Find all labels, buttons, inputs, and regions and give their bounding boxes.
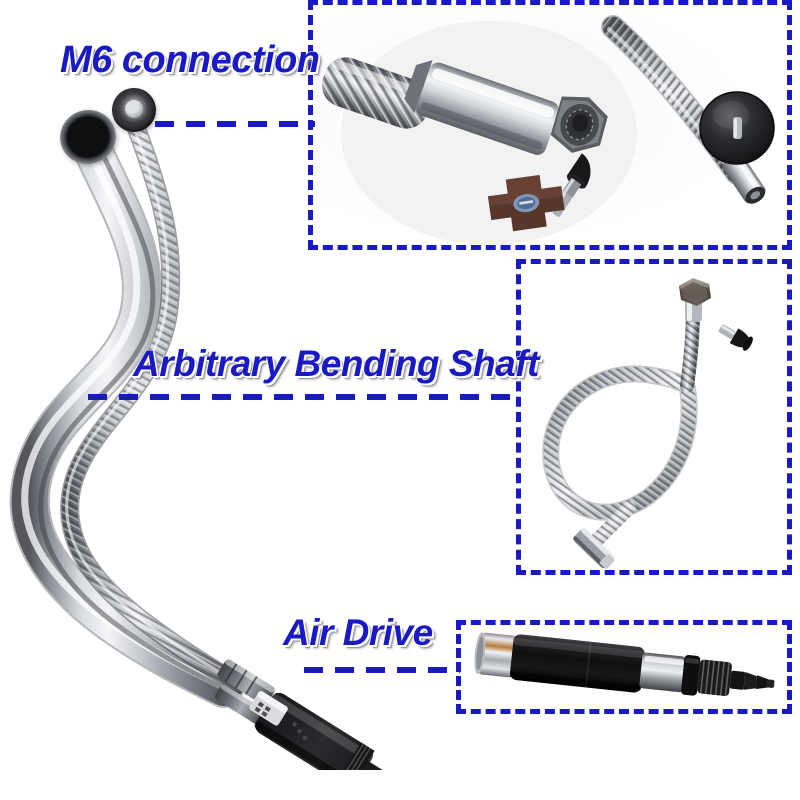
hex-nut-end-fitting: [679, 278, 711, 306]
air-drive-photo: [461, 625, 787, 709]
cross-abrasive-pad: [487, 175, 565, 232]
leader-line-bending-shaft: [88, 394, 520, 400]
callout-label-bending-shaft: Arbitrary Bending Shaft: [133, 343, 540, 384]
air-inlet-fitting: [357, 762, 386, 770]
leader-line-air-drive: [304, 667, 460, 673]
motor-detail-plate: [249, 691, 288, 726]
callout-label-air-drive: Air Drive: [283, 612, 434, 653]
m6-connection-photo: [313, 5, 787, 245]
air-drive-motor: [254, 692, 386, 770]
barbed-air-fitting: [729, 670, 775, 690]
panel-bending-shaft[interactable]: [516, 259, 792, 575]
panel-m6-connection[interactable]: [308, 0, 792, 250]
main-product-assembly: [0, 70, 420, 770]
panel-air-drive[interactable]: [456, 620, 792, 714]
outer-bending-tube: [9, 112, 386, 770]
small-burr-bit: [718, 324, 753, 351]
leader-line-m6: [155, 121, 315, 127]
coiled-bending-shaft-photo: [521, 264, 787, 570]
m6-threaded-end-closeup: [321, 57, 608, 155]
sanding-disc: [699, 91, 775, 165]
chrome-end-cap: [474, 632, 518, 678]
callout-label-m6-connection: M6 connection: [60, 39, 321, 81]
m6-connection-head: [112, 88, 156, 132]
